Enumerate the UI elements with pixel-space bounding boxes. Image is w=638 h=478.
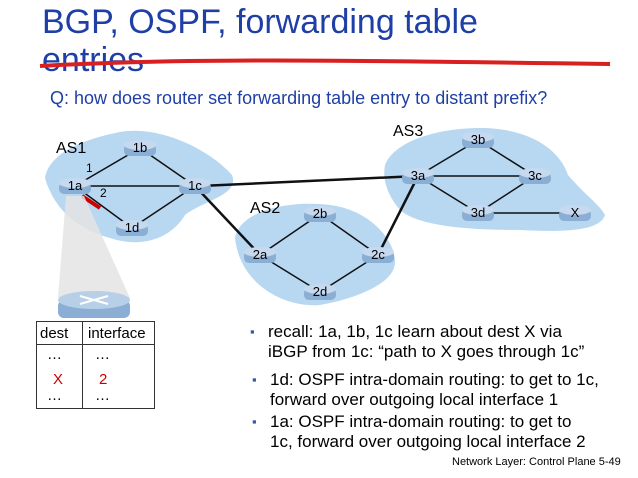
router-label: 2b: [312, 206, 328, 221]
slide-footer: Network Layer: Control Plane 5-49: [452, 456, 621, 468]
table-header-dest: dest: [40, 325, 69, 342]
table-cell-dest: …: [47, 346, 62, 363]
inter-as-links: [194, 174, 420, 256]
bullet-recall: ▪ recall: 1a, 1b, 1c learn about dest X …: [250, 322, 588, 362]
forwarding-table: dest interface … … X 2 … …: [36, 321, 155, 409]
bullet-marker: ▪: [250, 324, 255, 339]
as2-cloud: [235, 203, 395, 306]
router-label: 2a: [252, 247, 268, 262]
router-1d: 1d: [115, 218, 149, 238]
router-label: 2d: [312, 284, 328, 299]
interface-label-1: 1: [86, 161, 93, 175]
router-icon: [362, 247, 394, 263]
router-icon-large: [58, 291, 130, 318]
table-cell-dest: X: [53, 371, 64, 388]
router-label: 3a: [410, 168, 426, 183]
question-text: Q: how does router set forwarding table …: [50, 88, 548, 108]
router-label: 3d: [470, 205, 486, 220]
table-cell-iface: 2: [99, 371, 108, 388]
table-cell-iface: …: [95, 346, 110, 363]
router-1c: 1c: [178, 176, 212, 196]
router-2b: 2b: [303, 204, 337, 224]
router-icon: [59, 178, 91, 194]
interface-label-2: 2: [100, 186, 107, 200]
router-label: 1b: [132, 140, 148, 155]
router-label: 1a: [67, 178, 83, 193]
router-1a: 1a: [58, 176, 92, 196]
router-x: X: [558, 203, 592, 223]
router-3a: 3a: [401, 166, 435, 186]
router-icon: [244, 247, 276, 263]
slide-title: BGP, OSPF, forwarding table: [42, 3, 478, 41]
router-icon: [559, 205, 591, 221]
table-cell-dest: …: [47, 387, 62, 404]
router-icon: [124, 140, 156, 156]
router-icon: [304, 206, 336, 222]
router-icon: [402, 168, 434, 184]
table-cell-iface: …: [95, 387, 110, 404]
table-header-interface: interface: [88, 325, 146, 342]
router-3d: 3d: [461, 203, 495, 223]
bullet-text: 1a: OSPF intra-domain routing: to get to…: [270, 412, 586, 451]
bullet-1a: ▪ 1a: OSPF intra-domain routing: to get …: [252, 412, 590, 452]
router-3c: 3c: [518, 166, 552, 186]
as3-label: AS3: [393, 123, 424, 140]
router-icon: [462, 205, 494, 221]
router-2d: 2d: [303, 282, 337, 302]
slide-title-line2: entries: [42, 41, 145, 79]
router-icon: [519, 168, 551, 184]
bullet-marker: ▪: [252, 414, 257, 429]
router-label: 1c: [188, 178, 202, 193]
interface-2-link: [80, 194, 102, 210]
router-2a: 2a: [243, 245, 277, 265]
spotlight-beam: [58, 196, 130, 298]
bullet-1d: ▪ 1d: OSPF intra-domain routing: to get …: [252, 370, 620, 410]
router-3b: 3b: [461, 130, 495, 150]
router-icon: [116, 220, 148, 236]
bullet-marker: ▪: [252, 372, 257, 387]
router-icon: [179, 178, 211, 194]
router-label: 3b: [470, 132, 486, 147]
as2-label: AS2: [250, 200, 281, 217]
strike-line: [39, 58, 611, 68]
bullet-text: 1d: OSPF intra-domain routing: to get to…: [270, 370, 599, 409]
as3-cloud: [384, 128, 605, 231]
router-2c: 2c: [361, 245, 395, 265]
router-label: X: [570, 205, 580, 220]
router-label: 3c: [528, 168, 542, 183]
router-icon: [462, 132, 494, 148]
router-label: 2c: [371, 247, 385, 262]
bullet-text: recall: 1a, 1b, 1c learn about dest X vi…: [268, 322, 585, 361]
as1-label: AS1: [56, 140, 87, 157]
router-1b: 1b: [123, 138, 157, 158]
router-icon: [304, 284, 336, 300]
router-label: 1d: [124, 220, 140, 235]
